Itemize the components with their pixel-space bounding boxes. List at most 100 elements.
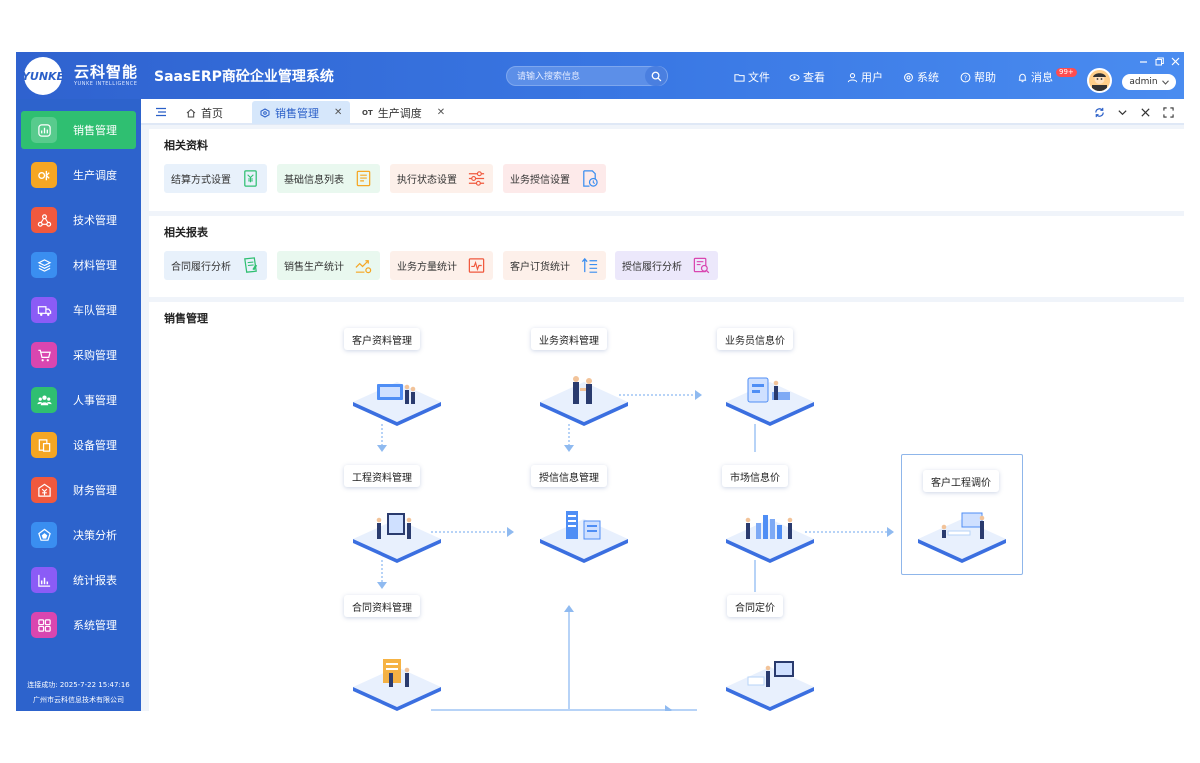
svg-text:?: ?: [964, 73, 967, 81]
decision-icon: [31, 522, 57, 548]
node-business-data[interactable]: 业务资料管理: [531, 328, 607, 350]
node-credit-info[interactable]: 授信信息管理: [531, 465, 607, 487]
node-salesman-price[interactable]: 业务员信息价: [717, 328, 793, 350]
market-price-illustration[interactable]: [722, 509, 818, 565]
company-name: 广州市云科信息技术有限公司: [33, 696, 124, 704]
chip-customer-orders[interactable]: 客户订货统计: [503, 251, 606, 280]
project-data-illustration[interactable]: [349, 509, 445, 565]
close-icon[interactable]: ✕: [334, 107, 343, 118]
sidebar-item-label: 技术管理: [73, 214, 117, 227]
search-box: [506, 66, 668, 86]
section-title: 相关报表: [164, 226, 208, 239]
sidebar-item-production[interactable]: 生产调度: [21, 156, 136, 194]
chip-credit-setting[interactable]: 业务授信设置: [503, 164, 606, 193]
chevron-down-icon[interactable]: [1116, 106, 1128, 118]
sales-tab-icon: [260, 107, 270, 118]
tech-icon: [31, 207, 57, 233]
sidebar-item-label: 财务管理: [73, 484, 117, 497]
sliders-icon: [468, 171, 485, 186]
home-icon: [186, 108, 196, 117]
chip-label: 结算方式设置: [171, 175, 231, 186]
chip-business-volume[interactable]: 业务方量统计: [390, 251, 493, 280]
credit-info-illustration[interactable]: [536, 509, 632, 565]
node-market-price[interactable]: 市场信息价: [722, 465, 788, 487]
avatar[interactable]: [1087, 68, 1112, 93]
sidebar-item-system[interactable]: 系统管理: [21, 606, 136, 644]
menu-system[interactable]: 系统: [903, 69, 939, 85]
sidebar-item-device[interactable]: 设备管理: [21, 426, 136, 464]
contract-pricing-illustration[interactable]: [722, 657, 818, 711]
business-data-illustration[interactable]: [536, 372, 632, 428]
signed-doc-icon: [244, 257, 258, 273]
logo: YUNKE: [22, 57, 64, 95]
sidebar-item-finance[interactable]: 财务管理: [21, 471, 136, 509]
chip-settlement[interactable]: 结算方式设置: [164, 164, 267, 193]
sidebar-item-label: 采购管理: [73, 349, 117, 362]
node-customer-data[interactable]: 客户资料管理: [344, 328, 420, 350]
close-tab-icon[interactable]: [1139, 106, 1151, 118]
project-price-adjust-illustration[interactable]: [914, 509, 1010, 565]
sidebar-item-purchase[interactable]: 采购管理: [21, 336, 136, 374]
sidebar-item-label: 设备管理: [73, 439, 117, 452]
node-contract-pricing[interactable]: 合同定价: [727, 595, 783, 617]
sidebar-item-fleet[interactable]: 车队管理: [21, 291, 136, 329]
chip-label: 执行状态设置: [397, 175, 457, 186]
tab-sales[interactable]: 销售管理 ✕: [252, 101, 351, 124]
chip-credit-analysis[interactable]: 授信履行分析: [615, 251, 718, 280]
chip-basic-info[interactable]: 基础信息列表: [277, 164, 380, 193]
sidebar-item-decision[interactable]: 决策分析: [21, 516, 136, 554]
menu-label: 用户: [861, 71, 883, 84]
related-data-panel: 相关资料 结算方式设置 基础信息列表 执行状态设置 业务授信设置: [149, 129, 1184, 211]
chip-sales-production[interactable]: 销售生产统计: [277, 251, 380, 280]
doc-clock-icon: [583, 170, 598, 187]
tab-production[interactable]: OT 生产调度 ✕: [362, 101, 445, 124]
tab-home[interactable]: 首页: [186, 101, 223, 124]
minimize-icon[interactable]: [1137, 55, 1149, 67]
menu-view[interactable]: 查看: [789, 69, 825, 85]
device-icon: [31, 432, 57, 458]
close-icon[interactable]: ✕: [436, 107, 446, 118]
menu-toggle-icon[interactable]: [155, 106, 167, 118]
production-icon: [31, 162, 57, 188]
brand-subtitle: YUNKE INTELLIGENCE: [74, 81, 138, 87]
restore-icon[interactable]: [1153, 55, 1165, 67]
material-icon: [31, 252, 57, 278]
salesman-price-illustration[interactable]: [722, 372, 818, 428]
chip-label: 合同履行分析: [171, 262, 231, 273]
node-contract-data[interactable]: 合同资料管理: [344, 595, 420, 617]
username: admin: [1129, 77, 1158, 87]
node-project-price-adjust[interactable]: 客户工程调价: [923, 470, 999, 492]
menu-user[interactable]: 用户: [847, 69, 883, 85]
chip-exec-status[interactable]: 执行状态设置: [390, 164, 493, 193]
app-title: SaasERP商砼企业管理系统: [154, 69, 334, 85]
stats-icon: [31, 567, 57, 593]
close-window-icon[interactable]: [1169, 55, 1181, 67]
fullscreen-icon[interactable]: [1162, 106, 1174, 118]
section-title: 相关资料: [164, 139, 208, 152]
menu-messages[interactable]: 消息: [1017, 69, 1053, 85]
brand-name: 云科智能: [74, 63, 139, 81]
sidebar-item-material[interactable]: 材料管理: [21, 246, 136, 284]
production-tab-icon: OT: [362, 108, 373, 117]
menu-help[interactable]: ? 帮助: [960, 69, 996, 85]
sales-flow-panel: 销售管理: [149, 302, 1184, 711]
search-input[interactable]: [517, 69, 642, 84]
sidebar-item-stats[interactable]: 统计报表: [21, 561, 136, 599]
tab-label: 生产调度: [377, 106, 422, 120]
customer-data-illustration[interactable]: [349, 372, 445, 428]
node-project-data[interactable]: 工程资料管理: [344, 465, 420, 487]
trend-gear-icon: [355, 260, 372, 274]
cart-icon: [31, 342, 57, 368]
refresh-icon[interactable]: [1093, 106, 1105, 118]
search-button[interactable]: [645, 66, 667, 86]
contract-data-illustration[interactable]: [349, 657, 445, 711]
menu-file[interactable]: 文件: [734, 69, 770, 85]
doc-search-icon: [693, 257, 710, 274]
user-dropdown[interactable]: admin: [1122, 74, 1176, 90]
sidebar-item-hr[interactable]: 人事管理: [21, 381, 136, 419]
sidebar-item-tech[interactable]: 技术管理: [21, 201, 136, 239]
sidebar-item-sales[interactable]: 销售管理: [21, 111, 136, 149]
chip-contract-analysis[interactable]: 合同履行分析: [164, 251, 267, 280]
sidebar-item-label: 人事管理: [73, 394, 117, 407]
user-icon: [847, 72, 858, 82]
